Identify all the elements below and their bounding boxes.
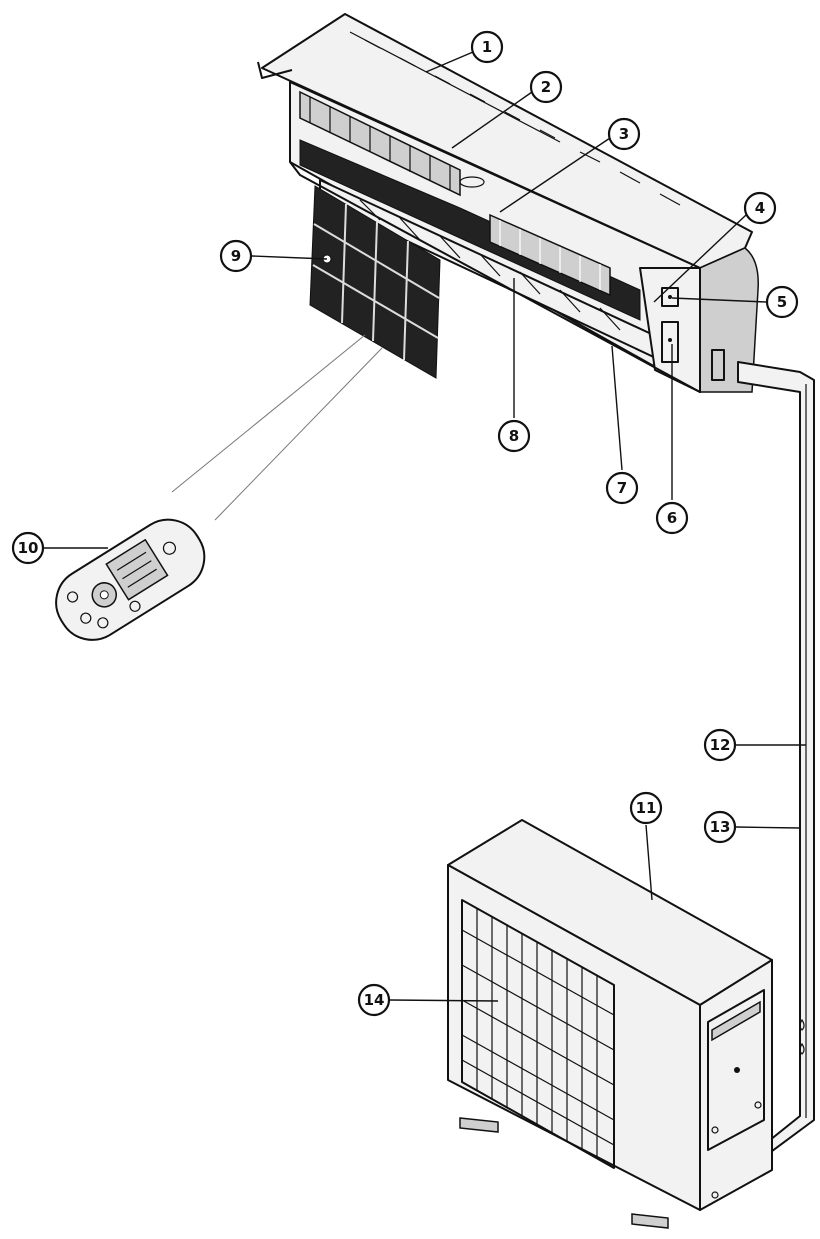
callout-label: 6 xyxy=(667,509,677,527)
callout-label: 10 xyxy=(18,539,39,557)
callout-1: 1 xyxy=(470,30,504,64)
top-grille xyxy=(349,31,681,206)
callout-label: 2 xyxy=(541,78,551,96)
callout-label: 14 xyxy=(364,991,385,1009)
callout-label: 13 xyxy=(710,818,731,836)
callout-12: 12 xyxy=(703,728,737,762)
air-filter xyxy=(309,185,441,379)
callout-label: 5 xyxy=(777,293,787,311)
callout-label: 9 xyxy=(231,247,241,265)
outdoor-unit xyxy=(447,819,773,1229)
callout-6: 6 xyxy=(655,501,689,535)
callout-label: 8 xyxy=(509,427,519,445)
indoor-unit xyxy=(257,13,759,393)
callout-4: 4 xyxy=(743,191,777,225)
callout-8: 8 xyxy=(497,419,531,453)
condenser-grille xyxy=(461,899,615,1169)
callout-11: 11 xyxy=(629,791,663,825)
callout-label: 3 xyxy=(619,125,629,143)
callout-label: 7 xyxy=(617,479,627,497)
callout-3: 3 xyxy=(607,117,641,151)
callout-13: 13 xyxy=(703,810,737,844)
callout-14: 14 xyxy=(357,983,391,1017)
remote-control xyxy=(55,518,206,641)
callout-7: 7 xyxy=(605,471,639,505)
callout-2: 2 xyxy=(529,70,563,104)
leader-lines xyxy=(44,51,806,1002)
callout-5: 5 xyxy=(765,285,799,319)
callout-10: 10 xyxy=(11,531,45,565)
ir-beam xyxy=(171,334,366,493)
callout-9: 9 xyxy=(219,239,253,273)
callout-label: 11 xyxy=(636,799,657,817)
callout-label: 12 xyxy=(710,736,731,754)
ir-beam xyxy=(214,347,383,521)
callout-label: 4 xyxy=(755,199,765,217)
callout-label: 1 xyxy=(482,38,492,56)
